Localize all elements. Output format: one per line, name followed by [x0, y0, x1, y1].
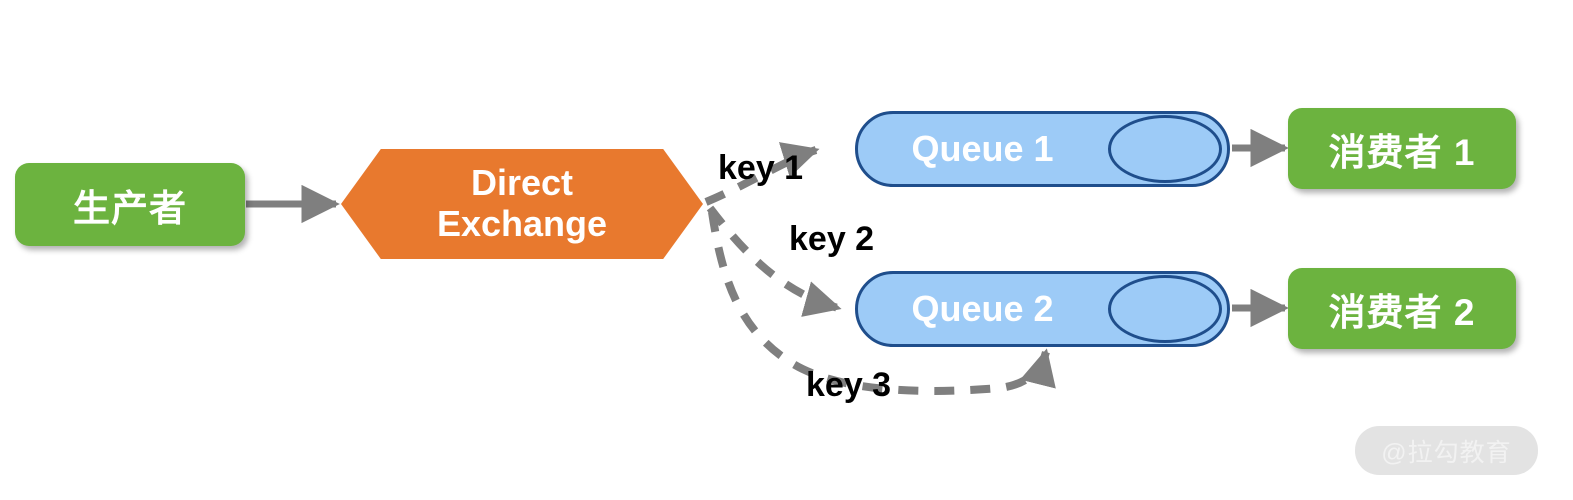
- producer-label: 生产者: [73, 187, 187, 229]
- routing-key-3-label: key 3: [806, 366, 892, 404]
- producer-node[interactable]: 生产者: [15, 163, 245, 246]
- consumer-2-node[interactable]: 消费者 2: [1288, 268, 1516, 349]
- routing-key-1-label: key 1: [718, 149, 804, 187]
- queue-2-node[interactable]: Queue 2: [855, 271, 1230, 347]
- queue-1-node[interactable]: Queue 1: [855, 111, 1230, 187]
- consumer-1-label: 消费者 1: [1328, 131, 1476, 173]
- routing-key-2-label: key 2: [789, 220, 875, 258]
- consumer-1-node[interactable]: 消费者 1: [1288, 108, 1516, 189]
- queue-1-cylinder-cap-icon: [1108, 115, 1222, 183]
- watermark-text: @拉勾教育: [1381, 438, 1512, 467]
- queue-2-cylinder-cap-icon: [1108, 275, 1222, 343]
- direct-exchange-node[interactable]: Direct Exchange: [341, 149, 703, 259]
- hexagon-shape: [341, 149, 703, 259]
- watermark-badge: @拉勾教育: [1355, 426, 1538, 475]
- consumer-2-label: 消费者 2: [1328, 291, 1476, 333]
